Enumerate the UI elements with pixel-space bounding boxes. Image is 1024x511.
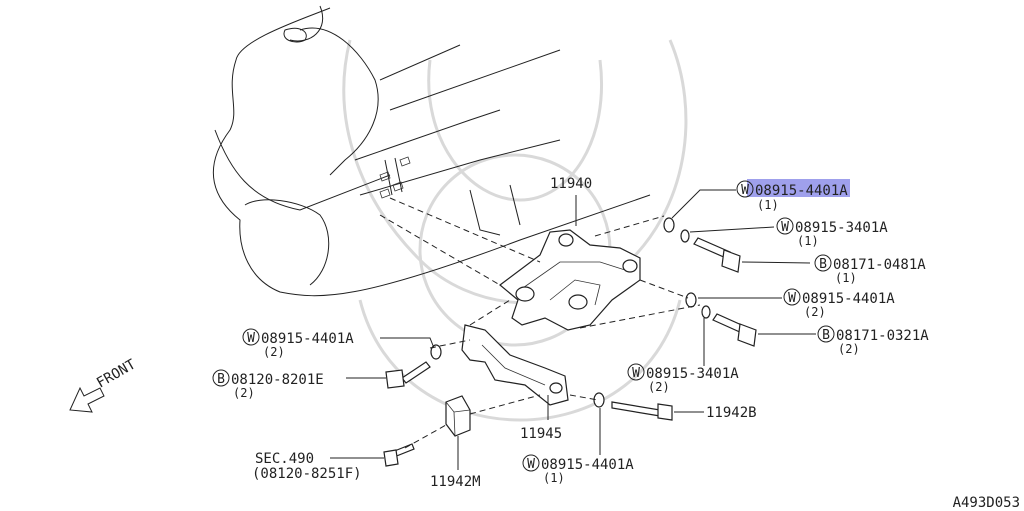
callout-b-08171-0481a: B 08171-0481A (1) [814,254,926,285]
callout-quantity: (2) [838,342,860,356]
callout-prefix: W [741,183,749,198]
washers [430,217,711,408]
callout-w-08915-3401a-low: W 08915-3401A (2) [627,363,739,394]
callout-w-08915-4401a-top: W 08915-4401A (1) [736,180,848,212]
leader-lines [330,189,816,470]
label-11940: 11940 [550,176,592,192]
callout-part-number: 08171-0321A [836,328,929,344]
label-11945: 11945 [520,426,562,442]
callout-quantity: (1) [543,471,565,485]
callout-quantity: (1) [835,271,857,285]
label-11942b: 11942B [706,405,757,421]
callout-prefix: W [632,366,640,381]
callout-prefix: W [247,331,255,346]
callout-prefix: B [217,372,225,387]
label-sec-490: SEC.490 [255,451,314,467]
callout-part-number: 08915-3401A [646,366,739,382]
label-sec-part-number: (08120-8251F) [252,466,362,482]
callout-quantity: (2) [648,380,670,394]
assembly-lines [379,197,701,449]
callout-prefix: B [822,328,830,343]
front-label: FRONT [94,356,139,391]
callout-w-08915-3401a-top: W 08915-3401A (1) [776,217,888,248]
bracket-11940 [499,229,641,331]
callout-w-08915-4401a-left: W 08915-4401A (2) [242,328,354,359]
callout-w-08915-4401a-mid: W 08915-4401A (2) [783,288,895,319]
diagram-code: A493D053 [953,495,1020,511]
callout-part-number: 08915-4401A [261,331,354,347]
callout-b-08171-0321a: B 08171-0321A (2) [817,325,929,356]
callout-part-number: 08915-4401A [541,457,634,473]
callout-b-08120-8201e: B 08120-8201E (2) [212,369,324,400]
callout-quantity: (2) [263,345,285,359]
callout-prefix: W [788,291,796,306]
callout-quantity: (2) [233,386,255,400]
callout-prefix: W [527,457,535,472]
callout-prefix: W [781,220,789,235]
bracket-11945 [461,324,569,406]
callout-part-number: 08171-0481A [833,257,926,273]
callout-quantity: (2) [804,305,826,319]
bolts [383,237,757,467]
callout-prefix: B [819,257,827,272]
callout-part-number: 08915-3401A [795,220,888,236]
callout-w-08915-4401a-bottom: W 08915-4401A (1) [522,454,634,485]
front-arrow: FRONT [69,356,139,413]
engine-block [212,5,651,297]
callout-part-number: 08915-4401A [802,291,895,307]
label-11942m: 11942M [430,474,481,490]
callout-quantity: (1) [797,234,819,248]
rubber-mount-11942m [445,395,471,437]
callout-part-number: 08120-8201E [231,372,324,388]
callout-part-number: 08915-4401A [755,183,848,199]
highlight-box [747,179,850,197]
callout-quantity: (1) [757,198,779,212]
